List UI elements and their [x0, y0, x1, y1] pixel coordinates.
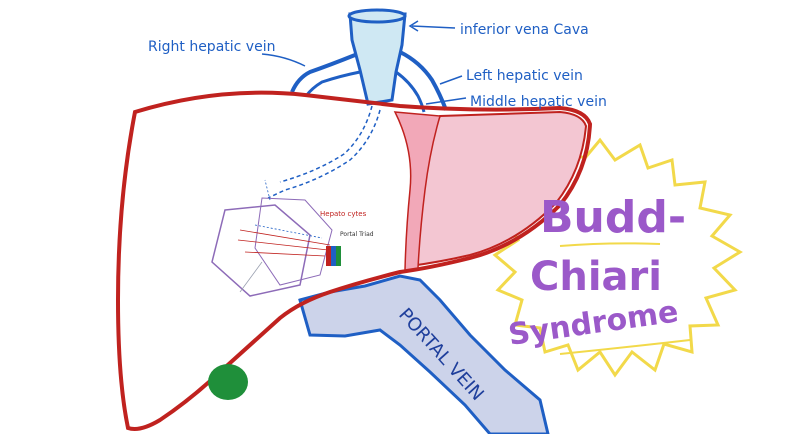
- title-underline-yellow: [559, 242, 661, 247]
- middle-hepatic-arrow: [425, 97, 467, 105]
- portal-triad-tubes: [326, 246, 341, 266]
- title-line-2: Chiari: [530, 254, 662, 300]
- right-hepatic-arrow: [261, 53, 306, 67]
- dashed-hepatic-vein-2: [279, 105, 373, 183]
- right-hepatic-vein: [290, 53, 356, 93]
- ivc-arrow-head: [408, 20, 419, 32]
- ivc-label: inferior vena Cava: [460, 22, 589, 38]
- hepatocytes-label: Hepato cytes: [320, 210, 367, 218]
- title-line-1: Budd-: [540, 192, 686, 243]
- ivc-arrow: [411, 25, 456, 29]
- middle-hepatic-label: Middle hepatic vein: [470, 94, 607, 110]
- portal-triad-label: Portal Triad: [340, 231, 374, 238]
- left-hepatic-arrow: [439, 75, 463, 85]
- right-hepatic-vein-inner: [304, 70, 361, 97]
- right-hepatic-label: Right hepatic vein: [148, 39, 275, 55]
- liver-outline: [115, 90, 593, 431]
- portal-vein: [298, 274, 550, 434]
- title-underline-yellow-2: [559, 339, 691, 355]
- left-hepatic-label: Left hepatic vein: [466, 68, 583, 84]
- falciform-ligament: [393, 111, 441, 271]
- gallbladder: [208, 364, 248, 400]
- dashed-hepatic-vein: [267, 109, 381, 199]
- hepatic-lobule: [211, 179, 333, 297]
- inferior-vena-cava: [347, 8, 407, 106]
